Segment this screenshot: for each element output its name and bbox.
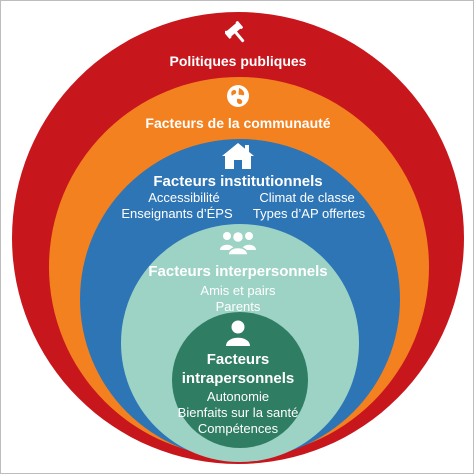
intrapersonal-item-autonomy: Autonomie [206,389,270,404]
institutional-title: Facteurs institutionnels [153,173,323,190]
community-title: Facteurs de la communauté [145,115,331,131]
intrapersonal-title-line2: intrapersonnels [181,370,295,387]
gavel-icon [225,19,251,45]
institutional-item-activity-types: Types d’AP offertes [252,206,366,221]
globe-icon [226,84,250,108]
group-icon [219,228,257,256]
interpersonal-item-friends: Amis et pairs [200,283,276,298]
intrapersonal-layer [172,312,308,448]
intrapersonal-item-health: Bienfaits sur la santé [177,405,299,420]
intrapersonal-title-line1: Facteurs [206,351,270,368]
house-icon [220,141,256,171]
person-icon [224,319,252,347]
policy-title: Politiques publiques [169,53,307,69]
institutional-item-teachers: Enseignants d’ÉPS [121,206,233,221]
interpersonal-title: Facteurs interpersonnels [148,263,328,280]
institutional-item-climate: Climat de classe [259,190,355,205]
intrapersonal-item-skills: Compétences [197,421,279,436]
interpersonal-item-parents: Parents [215,299,261,314]
institutional-item-accessibility: Accessibilité [148,190,220,205]
